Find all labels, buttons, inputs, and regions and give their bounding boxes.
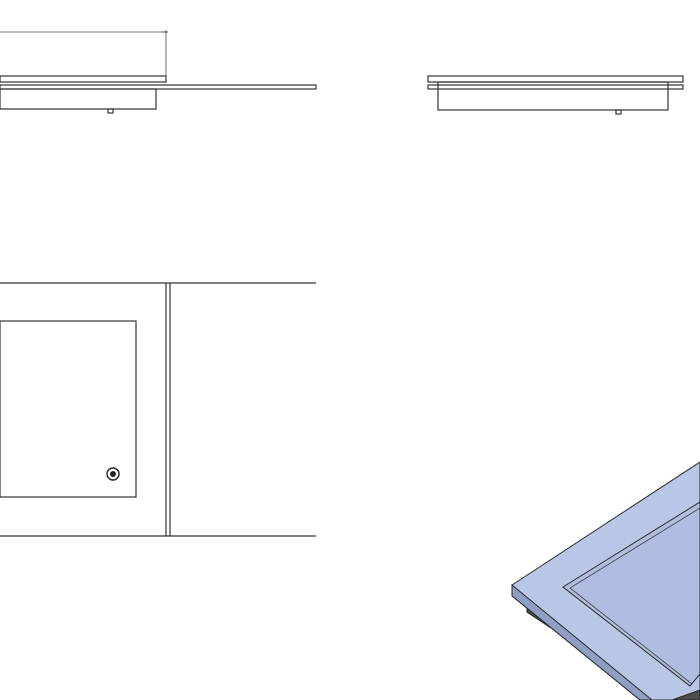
isometric-view — [511, 461, 700, 700]
front-foot — [107, 108, 114, 114]
top-view — [0, 282, 316, 537]
front-view — [0, 30, 317, 114]
side-rail — [427, 84, 684, 90]
iso-inner-groove — [569, 507, 700, 589]
front-body — [0, 88, 157, 110]
iso-inner-groove-2 — [569, 587, 693, 685]
side-view — [427, 75, 684, 115]
front-top-plate — [0, 75, 167, 83]
knob-inner — [110, 471, 116, 477]
side-body — [437, 81, 669, 111]
iso-inner-panel — [562, 501, 700, 687]
side-top-plate — [427, 75, 684, 83]
inner-lid — [0, 320, 137, 498]
iso-plate-edge — [511, 583, 653, 700]
side-foot — [615, 109, 622, 115]
front-rail — [0, 84, 317, 90]
